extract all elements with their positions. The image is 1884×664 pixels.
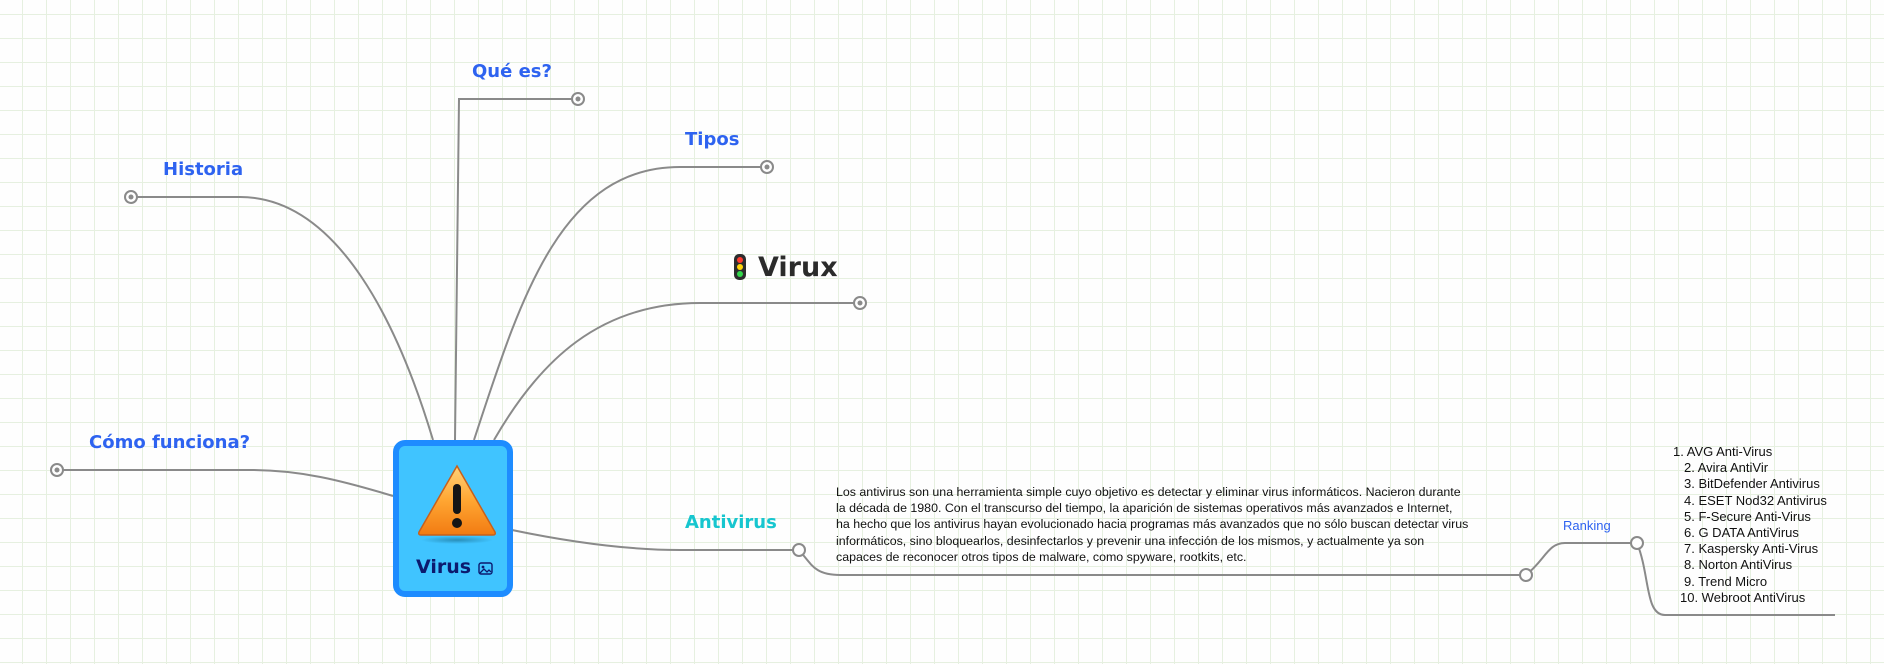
note-line: capaces de reconocer otros tipos de malw… [836, 549, 1247, 564]
central-topic-label: Virus [416, 556, 472, 578]
ranking-list: 1. AVG Anti-Virus 2. Avira AntiVir 3. Bi… [1673, 444, 1827, 606]
topic-virux[interactable]: Virux [758, 252, 838, 283]
antivirus-note: Los antivirus son una herramienta simple… [836, 484, 1508, 565]
warning-triangle-icon [418, 464, 496, 544]
note-line: informáticos, sino bloquearlos, desinfec… [836, 533, 1425, 548]
list-item: 2. Avira AntiVir [1684, 460, 1769, 476]
topic-historia[interactable]: Historia [163, 159, 244, 180]
topic-antivirus[interactable]: Antivirus [685, 512, 777, 533]
image-icon[interactable] [478, 562, 493, 575]
note-line: ha hecho que los antivirus hayan evoluci… [836, 517, 1469, 532]
central-topic-virus[interactable]: Virus [393, 440, 513, 597]
list-item: 6. G DATA AntiVirus [1684, 525, 1799, 541]
topic-tipos[interactable]: Tipos [685, 129, 740, 150]
list-item: 5. F-Secure Anti-Virus [1684, 508, 1811, 524]
list-item: 8. Norton AntiVirus [1684, 557, 1793, 573]
traffic-light-icon [734, 254, 746, 280]
topic-ranking[interactable]: Ranking [1563, 518, 1611, 533]
topic-como-funciona[interactable]: Cómo funciona? [89, 432, 251, 453]
list-item: 3. BitDefender Antivirus [1684, 476, 1820, 492]
list-item: 1. AVG Anti-Virus [1673, 444, 1773, 459]
list-item: 7. Kaspersky Anti-Virus [1684, 541, 1819, 557]
note-line: la década de 1980. Con el transcurso del… [836, 501, 1453, 516]
note-line: Los antivirus son una herramienta simple… [836, 485, 1461, 499]
list-item: 10. Webroot AntiVirus [1680, 589, 1806, 605]
list-item: 9. Trend Micro [1684, 573, 1768, 589]
list-item: 4. ESET Nod32 Antivirus [1684, 492, 1827, 508]
topic-que-es[interactable]: Qué es? [472, 61, 552, 82]
